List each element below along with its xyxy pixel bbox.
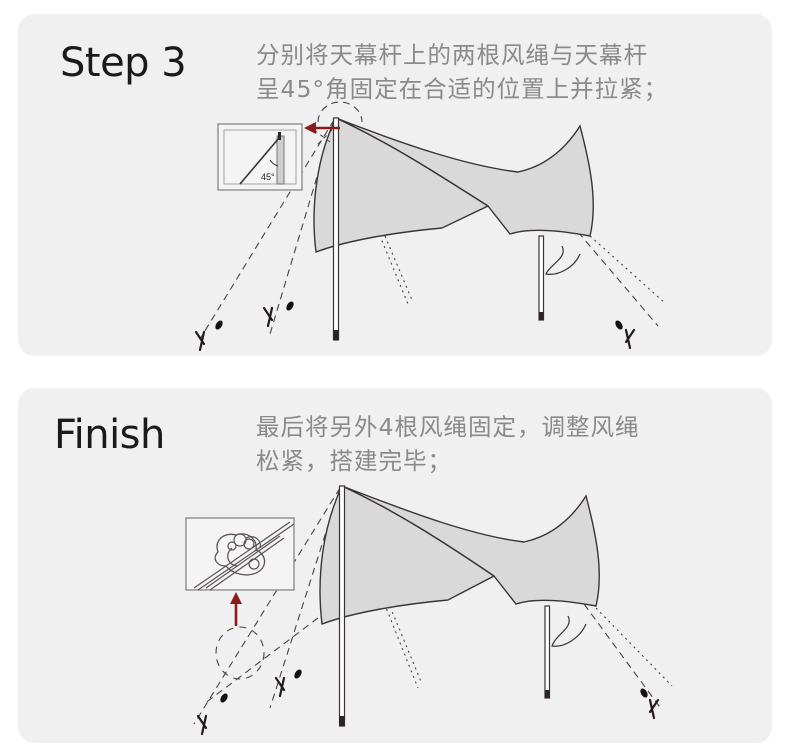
step-description-line-2: 呈45°角固定在合适的位置上并拉紧； bbox=[256, 75, 669, 103]
tarp-panel-right bbox=[341, 485, 600, 607]
guyline-left-low bbox=[203, 617, 319, 705]
step-card-step3: Step 3 分别将天幕杆上的两根风绳与天幕杆 呈45°角固定在合适的位置上并拉… bbox=[18, 14, 772, 356]
stake-left-outer bbox=[196, 714, 208, 736]
arrow-head bbox=[230, 592, 242, 604]
guyline-left-outer bbox=[193, 487, 341, 725]
tensioner-right bbox=[640, 688, 648, 698]
callout-arrow-up bbox=[230, 592, 242, 626]
step-description-line-1: 分别将天幕杆上的两根风绳与天幕杆 bbox=[256, 41, 648, 69]
inset-guyline bbox=[239, 137, 280, 185]
guyline-right-outer bbox=[583, 603, 663, 711]
inset-angle-label: 45° bbox=[261, 172, 275, 182]
tensioner-left-inner bbox=[294, 669, 302, 679]
guyline-right-inner bbox=[595, 607, 673, 687]
pole-right bbox=[538, 235, 545, 321]
inset-knot-loops bbox=[227, 533, 261, 570]
tarp-panel-left bbox=[313, 117, 490, 253]
guyline-right-inner bbox=[589, 235, 667, 305]
step-description-line-2: 松紧，搭建完毕； bbox=[256, 447, 452, 475]
guyline-center-front bbox=[333, 123, 409, 305]
inset-ropes bbox=[193, 521, 295, 591]
detail-inset-angle: 45° bbox=[217, 123, 303, 191]
tensioner-left-outer bbox=[220, 693, 228, 703]
guyline-highlight-circle bbox=[215, 626, 265, 680]
guyline-tensioners bbox=[215, 301, 623, 330]
tensioner-left-outer bbox=[215, 320, 223, 330]
pole-right bbox=[544, 605, 551, 699]
stake-right bbox=[624, 328, 636, 350]
tarp-canopy bbox=[313, 117, 594, 253]
stake-right bbox=[648, 698, 660, 720]
tarp-scallop-right bbox=[545, 245, 581, 275]
tensioner-right bbox=[615, 320, 623, 330]
guyline-left-inner bbox=[269, 119, 335, 335]
step-title: Finish bbox=[54, 412, 165, 458]
callout-arrow-left bbox=[304, 122, 340, 134]
guyline-center-front-b bbox=[341, 489, 423, 685]
inset-frame bbox=[185, 517, 295, 591]
tarp-outline-detail bbox=[315, 118, 577, 264]
step-card-finish: Finish 最后将另外4根风绳固定，调整风绳 松紧，搭建完毕； bbox=[18, 388, 772, 743]
guyline-left-outer bbox=[199, 119, 335, 340]
inset-inner-frame bbox=[223, 129, 297, 185]
tarp-panel-right bbox=[335, 117, 594, 237]
arrow-head bbox=[304, 122, 316, 134]
stake-left-outer bbox=[194, 330, 206, 352]
pole-left bbox=[332, 117, 340, 341]
guyline-right-outer bbox=[577, 231, 659, 327]
step-description: 最后将另外4根风绳固定，调整风绳 松紧，搭建完毕； bbox=[256, 410, 639, 478]
detail-inset-knot bbox=[185, 517, 295, 591]
stake-left-inner bbox=[262, 306, 274, 328]
guyline-center-front-b bbox=[335, 119, 413, 301]
tarp-panel-left bbox=[319, 485, 496, 625]
stake-left-inner bbox=[274, 676, 286, 698]
guyline-left-inner bbox=[269, 487, 341, 709]
inset-pole bbox=[276, 135, 285, 185]
inset-pole-tip bbox=[278, 132, 281, 140]
tarp-scallop-right bbox=[551, 615, 587, 647]
step-title: Step 3 bbox=[60, 40, 187, 86]
pole-top-cross-marker bbox=[313, 129, 333, 145]
step-description-line-1: 最后将另外4根风绳固定，调整风绳 bbox=[256, 413, 640, 441]
guyline-center-front bbox=[339, 491, 419, 689]
inset-tensioner-body bbox=[214, 533, 266, 576]
inset-angle-arc bbox=[269, 159, 279, 167]
guyline-tensioners bbox=[220, 669, 648, 703]
inset-frame bbox=[217, 123, 303, 191]
tarp-canopy bbox=[319, 485, 600, 625]
tensioner-left-inner bbox=[286, 301, 294, 311]
step-description: 分别将天幕杆上的两根风绳与天幕杆 呈45°角固定在合适的位置上并拉紧； bbox=[256, 38, 668, 106]
pole-left bbox=[338, 485, 346, 727]
